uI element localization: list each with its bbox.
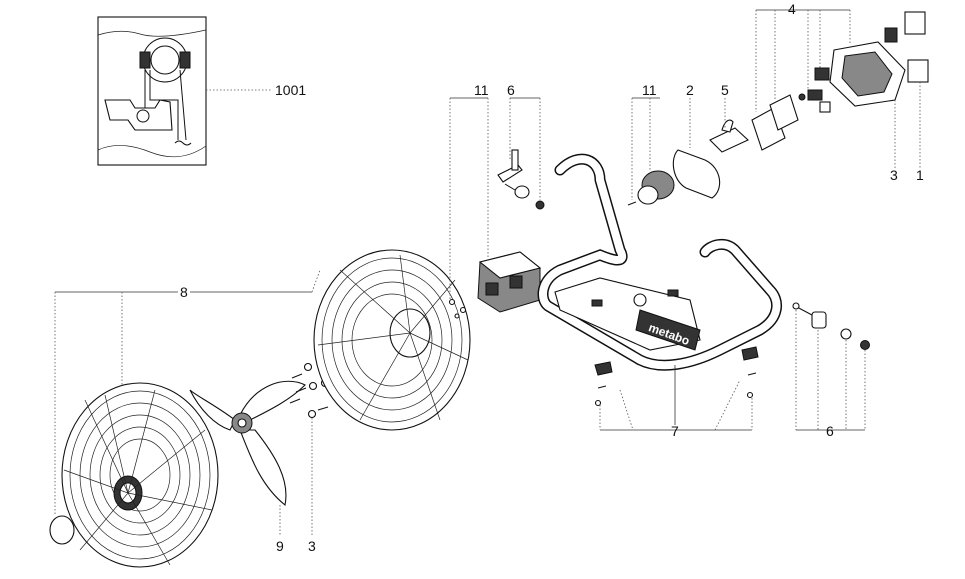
callout-3-bottom: 3 [308, 538, 316, 554]
housing-gasket [672, 149, 721, 199]
callout-2: 2 [686, 82, 694, 98]
callout-9: 9 [276, 538, 284, 554]
callout-6-bottom: 6 [826, 423, 834, 439]
capacitor [627, 170, 675, 206]
callout-11-motor: 11 [474, 82, 489, 98]
fan-motor [477, 251, 542, 313]
callout-5: 5 [721, 82, 729, 98]
callout-8: 8 [180, 284, 188, 300]
pivot-hardware-bottom [792, 302, 870, 350]
switch-plate [751, 94, 799, 151]
callout-3-right: 3 [890, 167, 898, 183]
label-plate-top [904, 11, 926, 35]
grille-center-cap [49, 515, 75, 545]
label-plate-1 [907, 59, 929, 83]
callout-4: 4 [788, 1, 796, 17]
callout-11-capacitor: 11 [642, 82, 657, 98]
front-fan-grille [313, 249, 471, 431]
fan-blade [189, 380, 306, 506]
motor-screws [448, 298, 467, 319]
wiring-diagram-inset [97, 16, 207, 166]
callout-labels: 1001 11 6 11 2 5 4 3 1 8 9 3 7 6 [180, 1, 924, 554]
callout-1: 1 [916, 167, 924, 183]
frame-feet [594, 346, 759, 407]
callout-7: 7 [671, 423, 679, 439]
tube-frame [537, 153, 782, 371]
callout-6-top: 6 [507, 82, 515, 98]
pivot-bracket-top [497, 149, 545, 210]
switch-assembly [798, 67, 831, 113]
seal-plate [884, 27, 898, 43]
callout-1001: 1001 [275, 82, 306, 98]
cable-clip [709, 119, 749, 153]
switch-housing [829, 41, 906, 107]
rear-fan-grille [61, 382, 219, 568]
leader-lines [54, 9, 921, 535]
